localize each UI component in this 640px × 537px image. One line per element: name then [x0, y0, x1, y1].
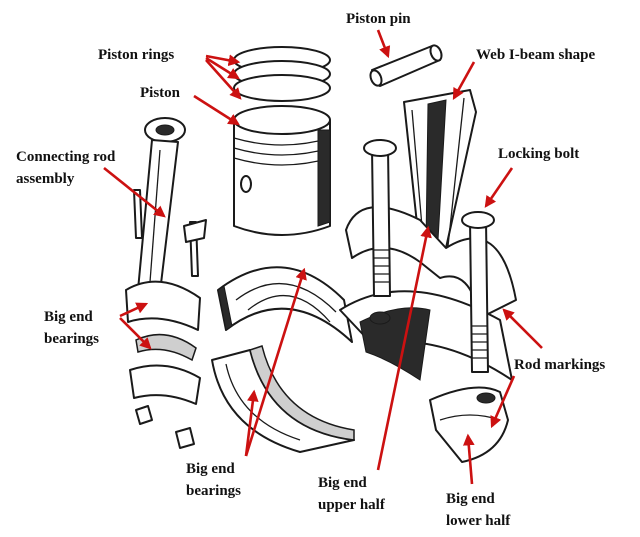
- arrow-big-end-bearings-left-b: [119, 317, 152, 350]
- label-big-end-bearings-left-line2: bearings: [44, 331, 100, 347]
- arrow-big-end-upper: [376, 225, 432, 471]
- label-big-end-bearings-bottom-line2: bearings: [186, 483, 242, 499]
- label-locking-bolt: Locking bolt: [498, 146, 580, 162]
- arrow-piston-ring-top: [205, 54, 241, 67]
- piston-rings-drawing: [233, 46, 331, 102]
- piston-drawing: [233, 105, 331, 236]
- label-big-end-lower-half-line2: lower half: [446, 513, 511, 529]
- label-big-end-lower-half-line1: Big end: [446, 491, 495, 507]
- label-piston: Piston: [140, 85, 181, 101]
- arrow-piston-ring-mid: [205, 56, 240, 80]
- label-big-end-bearings-bottom-line1: Big end: [186, 461, 235, 477]
- arrow-rod-markings-upper: [502, 308, 543, 349]
- arrow-connecting-rod: [103, 166, 166, 218]
- label-big-end-upper-half-line2: upper half: [318, 497, 385, 513]
- arrow-web-ibeam: [452, 61, 476, 101]
- label-rod-markings: Rod markings: [514, 357, 606, 373]
- label-web-ibeam-shape: Web I-beam shape: [476, 47, 596, 63]
- connecting-rod-large-drawing: [339, 89, 517, 381]
- label-connecting-rod-line2: assembly: [16, 171, 75, 187]
- arrow-rod-markings-lower: [490, 375, 516, 429]
- big-end-bearings-drawing: [211, 266, 355, 453]
- piston-pin-drawing: [369, 44, 443, 87]
- label-piston-pin: Piston pin: [346, 11, 411, 27]
- arrow-locking-bolt: [484, 167, 514, 208]
- arrow-piston-ring-low: [205, 59, 242, 100]
- arrow-big-end-bearings-bottom-b: [244, 389, 259, 457]
- label-big-end-upper-half-line1: Big end: [318, 475, 367, 491]
- label-piston-rings: Piston rings: [98, 47, 175, 63]
- connecting-rod-assembly-drawing: [125, 117, 207, 449]
- callout-arrows: [103, 29, 543, 485]
- arrow-big-end-lower: [462, 433, 475, 485]
- label-big-end-bearings-left-line1: Big end: [44, 309, 93, 325]
- arrow-big-end-bearings-bottom-a: [244, 267, 307, 457]
- label-connecting-rod-line1: Connecting rod: [16, 149, 116, 165]
- arrow-big-end-bearings-left-a: [119, 302, 149, 318]
- arrow-piston: [193, 94, 240, 126]
- arrow-piston-pin: [376, 29, 391, 59]
